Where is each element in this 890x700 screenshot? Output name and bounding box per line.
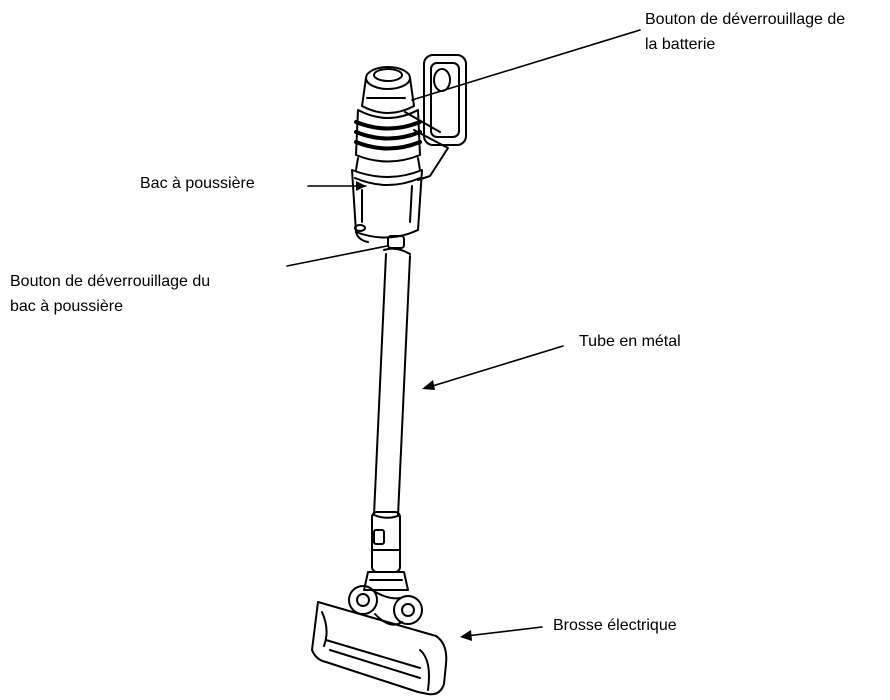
- label-battery-line1: Bouton de déverrouillage de: [645, 11, 846, 28]
- label-electric-brush: Brosse électrique: [553, 617, 677, 634]
- dust-bin: [351, 169, 423, 243]
- arrow-brush: [460, 630, 472, 641]
- arrowheads: [356, 181, 472, 641]
- label-battery-release-button: Bouton de déverrouillage de la batterie: [645, 7, 890, 57]
- leader-brush: [465, 626, 543, 637]
- leader-dust-bin-release: [286, 245, 388, 267]
- wall-mount: [404, 54, 467, 181]
- label-bin-release-line1: Bouton de déverrouillage du: [10, 273, 211, 290]
- arrow-dust-bin: [356, 181, 366, 191]
- leader-battery: [411, 29, 641, 101]
- label-dust-bin: Bac à poussière: [140, 175, 255, 192]
- electric-brush-head: [311, 585, 448, 696]
- leader-tube: [425, 345, 564, 389]
- brush-neck: [363, 511, 409, 591]
- label-metal-tube: Tube en métal: [579, 333, 681, 350]
- label-battery-line2: la batterie: [645, 36, 716, 53]
- label-bin-release-line2: bac à poussière: [10, 298, 123, 315]
- motor-head: [354, 66, 422, 171]
- metal-tube: [373, 247, 411, 519]
- arrow-tube: [422, 380, 435, 390]
- label-dust-bin-release-button: Bouton de déverrouillage du bac à poussi…: [10, 269, 273, 319]
